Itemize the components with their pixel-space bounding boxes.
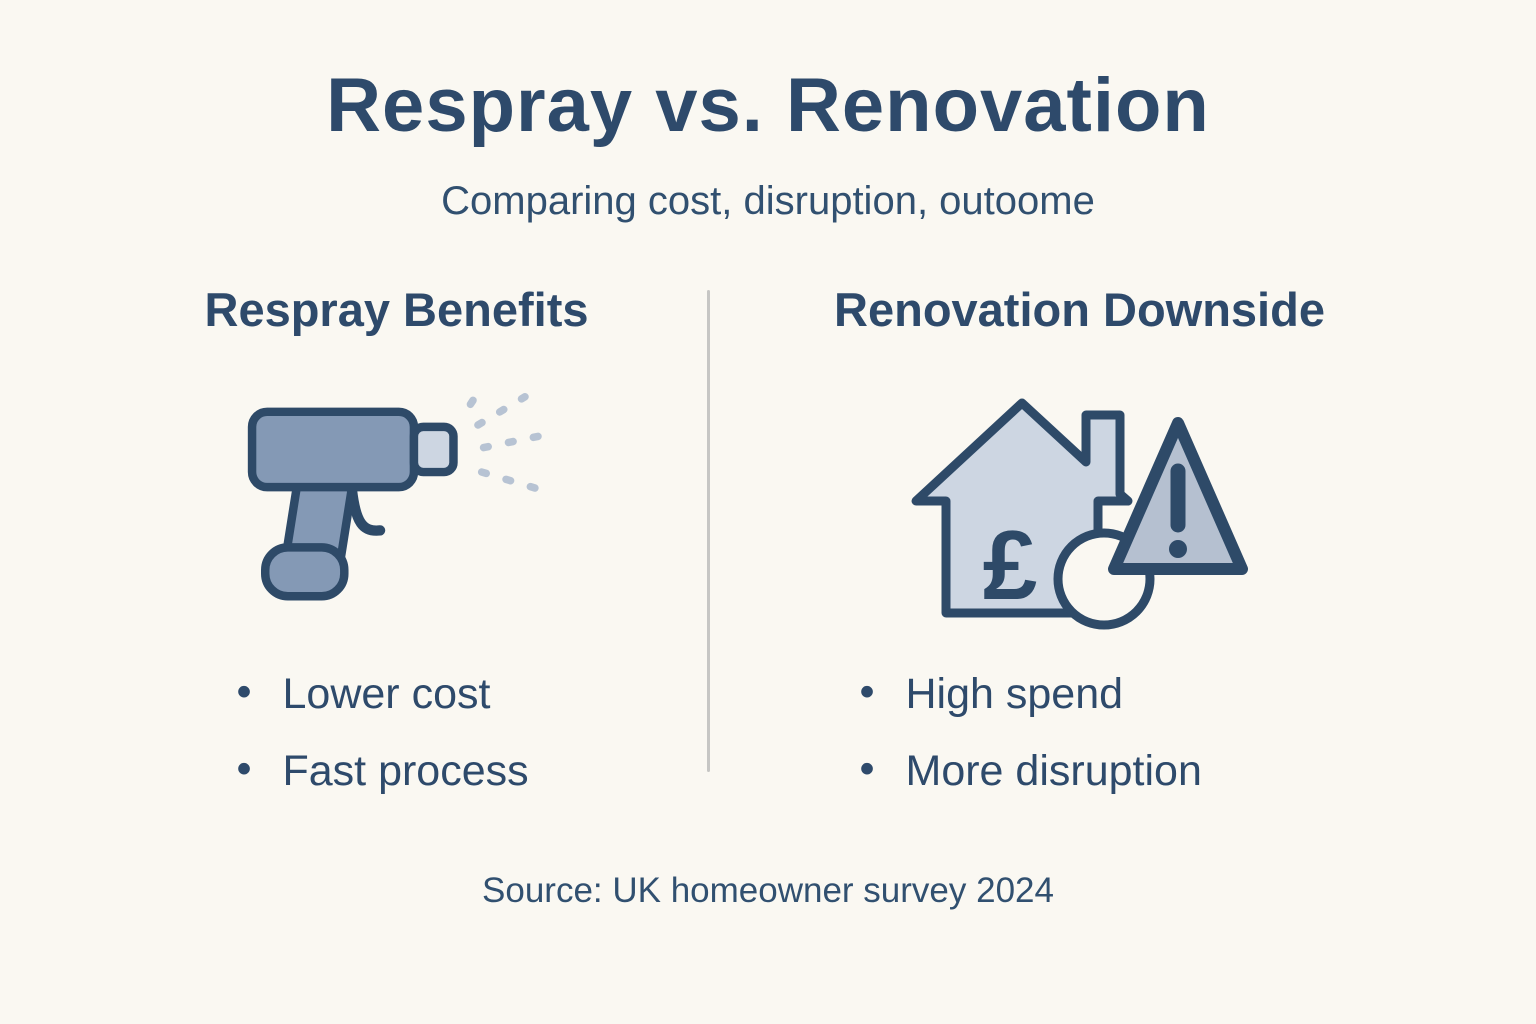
- renovation-heading: Renovation Downside: [834, 283, 1325, 336]
- page-title: Respray vs. Renovation: [326, 63, 1210, 148]
- bullet-text: High spend: [905, 670, 1124, 718]
- pound-symbol: £: [982, 510, 1037, 620]
- respray-column: Respray Benefits: [87, 282, 707, 827]
- respray-bullet-2: Fast process: [237, 747, 707, 795]
- renovation-bullet-2: More disruption: [860, 747, 1450, 795]
- bullet-text: More disruption: [905, 747, 1202, 795]
- renovation-bullet-1: High spend: [860, 670, 1450, 718]
- spray-gun-body: [247, 407, 458, 601]
- respray-bullet-list: Lower cost Fast process: [87, 670, 707, 827]
- column-divider: [706, 290, 710, 772]
- spray-droplets-icon: [466, 383, 551, 493]
- respray-heading: Respray Benefits: [204, 283, 589, 336]
- spray-gun-graphic: [247, 383, 551, 601]
- respray-bullet-1: Lower cost: [237, 670, 707, 718]
- house-warning-graphic: £: [911, 398, 1248, 630]
- renovation-bullet-list: High spend More disruption: [710, 670, 1450, 827]
- bullet-text: Lower cost: [282, 670, 491, 718]
- comparison-columns: Respray Benefits: [0, 282, 1536, 827]
- house-cost-warning-icon: £: [710, 355, 1450, 655]
- bullet-text: Fast process: [282, 747, 529, 795]
- warning-triangle-icon: [1107, 417, 1248, 575]
- renovation-column: Renovation Downside £: [710, 282, 1450, 827]
- page-subtitle: Comparing cost, disruption, outoome: [441, 179, 1095, 223]
- spray-gun-icon: [87, 355, 707, 655]
- source-note: Source: UK homeowner survey 2024: [482, 871, 1054, 910]
